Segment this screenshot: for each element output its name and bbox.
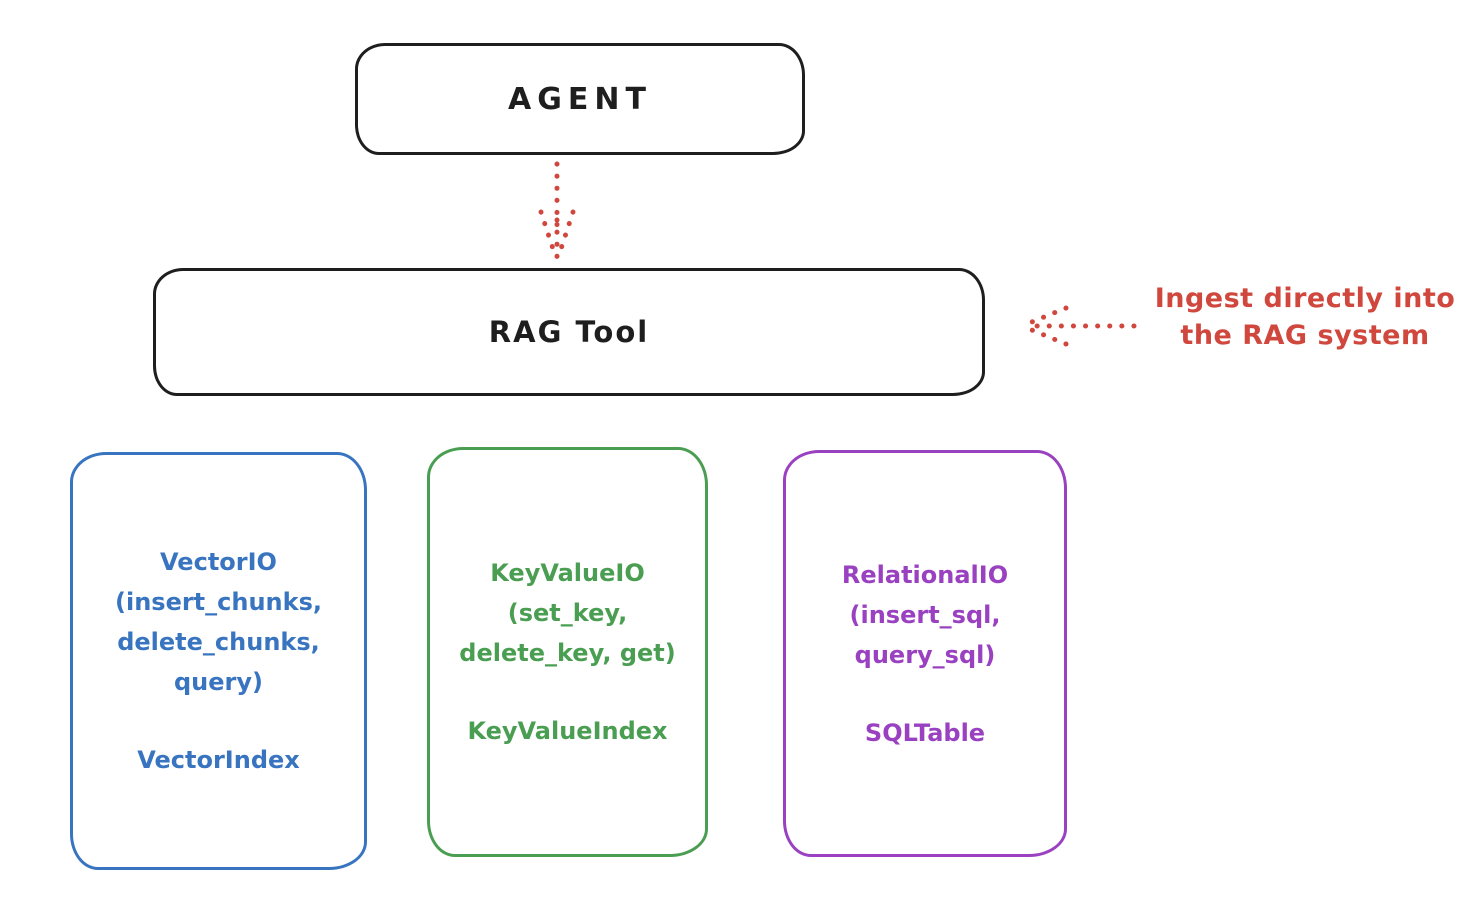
ingest-annotation-text: Ingest directly into the RAG system: [1154, 283, 1456, 351]
vectorio-box: VectorIO (insert_chunks, delete_chunks, …: [70, 452, 367, 870]
relationalio-index-label: SQLTable: [864, 718, 986, 747]
vectorio-index-label: VectorIndex: [137, 746, 300, 774]
agent-label: AGENT: [508, 81, 652, 117]
vectorio-interface-label: VectorIO (insert_chunks, delete_chunks, …: [115, 548, 322, 696]
ingest-dotted-arrow-icon: [1019, 305, 1137, 347]
relationalio-box: RelationalIO (insert_sql, query_sql) SQL…: [783, 450, 1067, 857]
keyvalueio-box: KeyValueIO (set_key, delete_key, get) Ke…: [427, 447, 708, 857]
relationalio-interface-label: RelationalIO (insert_sql, query_sql): [841, 560, 1009, 669]
rag-tool-box: RAG Tool: [153, 268, 985, 396]
keyvalueio-interface-label: KeyValueIO (set_key, delete_key, get): [459, 559, 676, 667]
agent-box: AGENT: [355, 43, 805, 155]
agent-to-ragtool-dotted-arrow-icon: [538, 161, 576, 263]
rag-tool-label: RAG Tool: [488, 315, 650, 349]
keyvalueio-index-label: KeyValueIndex: [467, 717, 668, 745]
